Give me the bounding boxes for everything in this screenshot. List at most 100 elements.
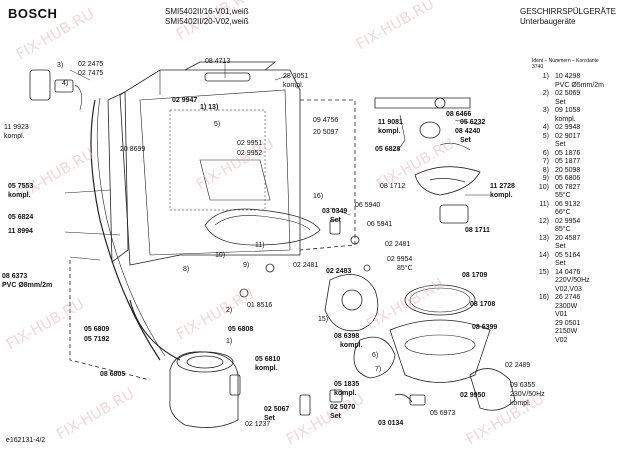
water-inlet-valve [29,69,51,101]
part-label: 28 3051 [283,73,309,80]
part-label: 06 5940 [355,202,381,209]
legend-row-value: 55°C [555,192,571,199]
part-label: 02 2481 [385,241,411,248]
legend-row: 5) 02 9017 [535,132,581,141]
callout-number: 16) [313,193,324,200]
part-label: kompl. [8,192,31,199]
part-label: 02 2475 [78,61,104,68]
part-label: 05 6810 [255,356,281,363]
legend-row-value: Set [555,98,566,106]
upper-spray-arm [374,97,471,109]
part-label: 01 8516 [247,302,273,309]
callout-number: 1) 13) [200,104,219,111]
legend-row-number: 4) [542,124,549,131]
part-label: Set [330,217,341,224]
part-label: kompl. [283,82,304,89]
legend-row: 29 0501 [535,320,580,328]
legend-row-number: 15) [538,268,549,276]
legend-row: V02,V03 [535,286,582,294]
brand-logo: BOSCH [8,6,58,21]
legend-row-number: 5) [542,132,549,140]
legend-title: Ident – Nummern – Konstante [532,58,599,64]
part-label: 85°C [397,265,413,272]
door-panel [107,91,129,263]
legend-row-value: PVC Ø5mm/2m [555,81,605,89]
part-label: 05 7553 [8,183,34,190]
legend-row: 55°C [535,192,571,200]
part-label: kompl. [340,342,363,349]
legend-row-value: 10 4298 [555,73,581,80]
legend-row-number: 16) [538,294,549,301]
legend-row: 85°C [535,226,571,234]
legend-row-number: 8) [542,166,549,174]
legend-row: 6) 05 1876 [535,149,581,158]
dashed-frame [299,99,356,251]
legend-row-value: 02 9017 [555,132,581,140]
legend-row-value: 05 1876 [555,149,581,157]
part-label: 05 1835 [334,381,360,388]
legend-row-value: V02 [555,336,568,344]
legend-row-value: 2150W [555,328,578,335]
part-label: 09 4756 [313,117,339,124]
callout-number: 2) [226,307,233,314]
legend-row-value: 66°C [555,209,571,216]
legend-row-value: Set [555,260,566,267]
callout-number: 8) [183,266,190,273]
part-label: 02 9954 [387,256,413,263]
legend-row-number: 6) [542,149,549,157]
legend-row-value: 02 5069 [555,90,581,97]
legend-row: 2300W [535,303,577,311]
part-label: 02 1237 [245,421,271,428]
heating-element [204,208,321,246]
part-label: 02 2481 [293,262,319,269]
part-label: kompl. [510,400,531,407]
legend-row-value: 26 2746 [555,294,581,301]
tub-outline [119,69,301,266]
category-line-1: GESCHIRRSPÜLGERÄTE [520,7,617,16]
part-label: kompl. [255,365,278,372]
filter-ring [404,284,476,316]
legend-row-number: 2) [542,90,549,97]
legend-row-value: Set [555,243,566,250]
callout-number: 15) [318,316,329,323]
legend-row: kompl. [535,116,576,124]
part-label: 08 4240 [455,128,481,135]
part-label: 02 9950 [460,392,486,399]
legend-row: PVC Ø5mm/2m [535,82,604,90]
legend-row: 16) 26 2746 [535,294,580,302]
callout-number: 10) [215,252,226,259]
legend-row: 14)05 5164 [535,252,580,260]
callout-number: 9) [243,262,250,269]
part-label: 02 9951 [237,140,263,147]
part-label: 20 5097 [313,129,339,136]
part-label: 02 9952 [237,150,263,157]
legend-row-value: Set [555,141,566,148]
legend-row: 15)14 0476 [535,269,580,277]
legend-row-value: 06 9132 [555,200,581,208]
callout-number: 3) [57,62,64,69]
legend-row-number: 7) [542,158,549,165]
category-line-2: Unterbaugeräte [520,17,576,26]
legend-row-value: V01 [555,311,568,318]
circulation-pump [324,273,379,332]
legend-row-value: 85°C [555,226,571,233]
legend-row-number: 1) [542,73,549,80]
part-label: 02 9947 [172,97,198,104]
part-label: 08 6398 [334,333,360,340]
legend-row-value: 05 1877 [555,158,581,165]
part-label: 02 2483 [326,268,352,275]
part-label: 08 1709 [462,272,488,279]
legend-subtitle: 3740 [532,64,544,70]
part-label: 05 6828 [375,146,401,153]
legend-row: 1) 10 4298 [535,73,581,81]
part-label: 08 1711 [465,227,490,234]
part-label: Set [264,415,275,422]
legend-row: 220V/50Hz [535,277,590,285]
legend-row-number: 14) [538,251,549,259]
model-line-2: SMI5402II/20-V02,weiß [165,17,249,26]
legend-row: 4)02 9948 [535,124,581,132]
part-label: 08 6805 [100,371,126,378]
legend-row-value: 20 5098 [555,166,581,174]
legend-row: 3)09 1058 [535,107,581,115]
legend-row-number: 11) [539,200,549,208]
